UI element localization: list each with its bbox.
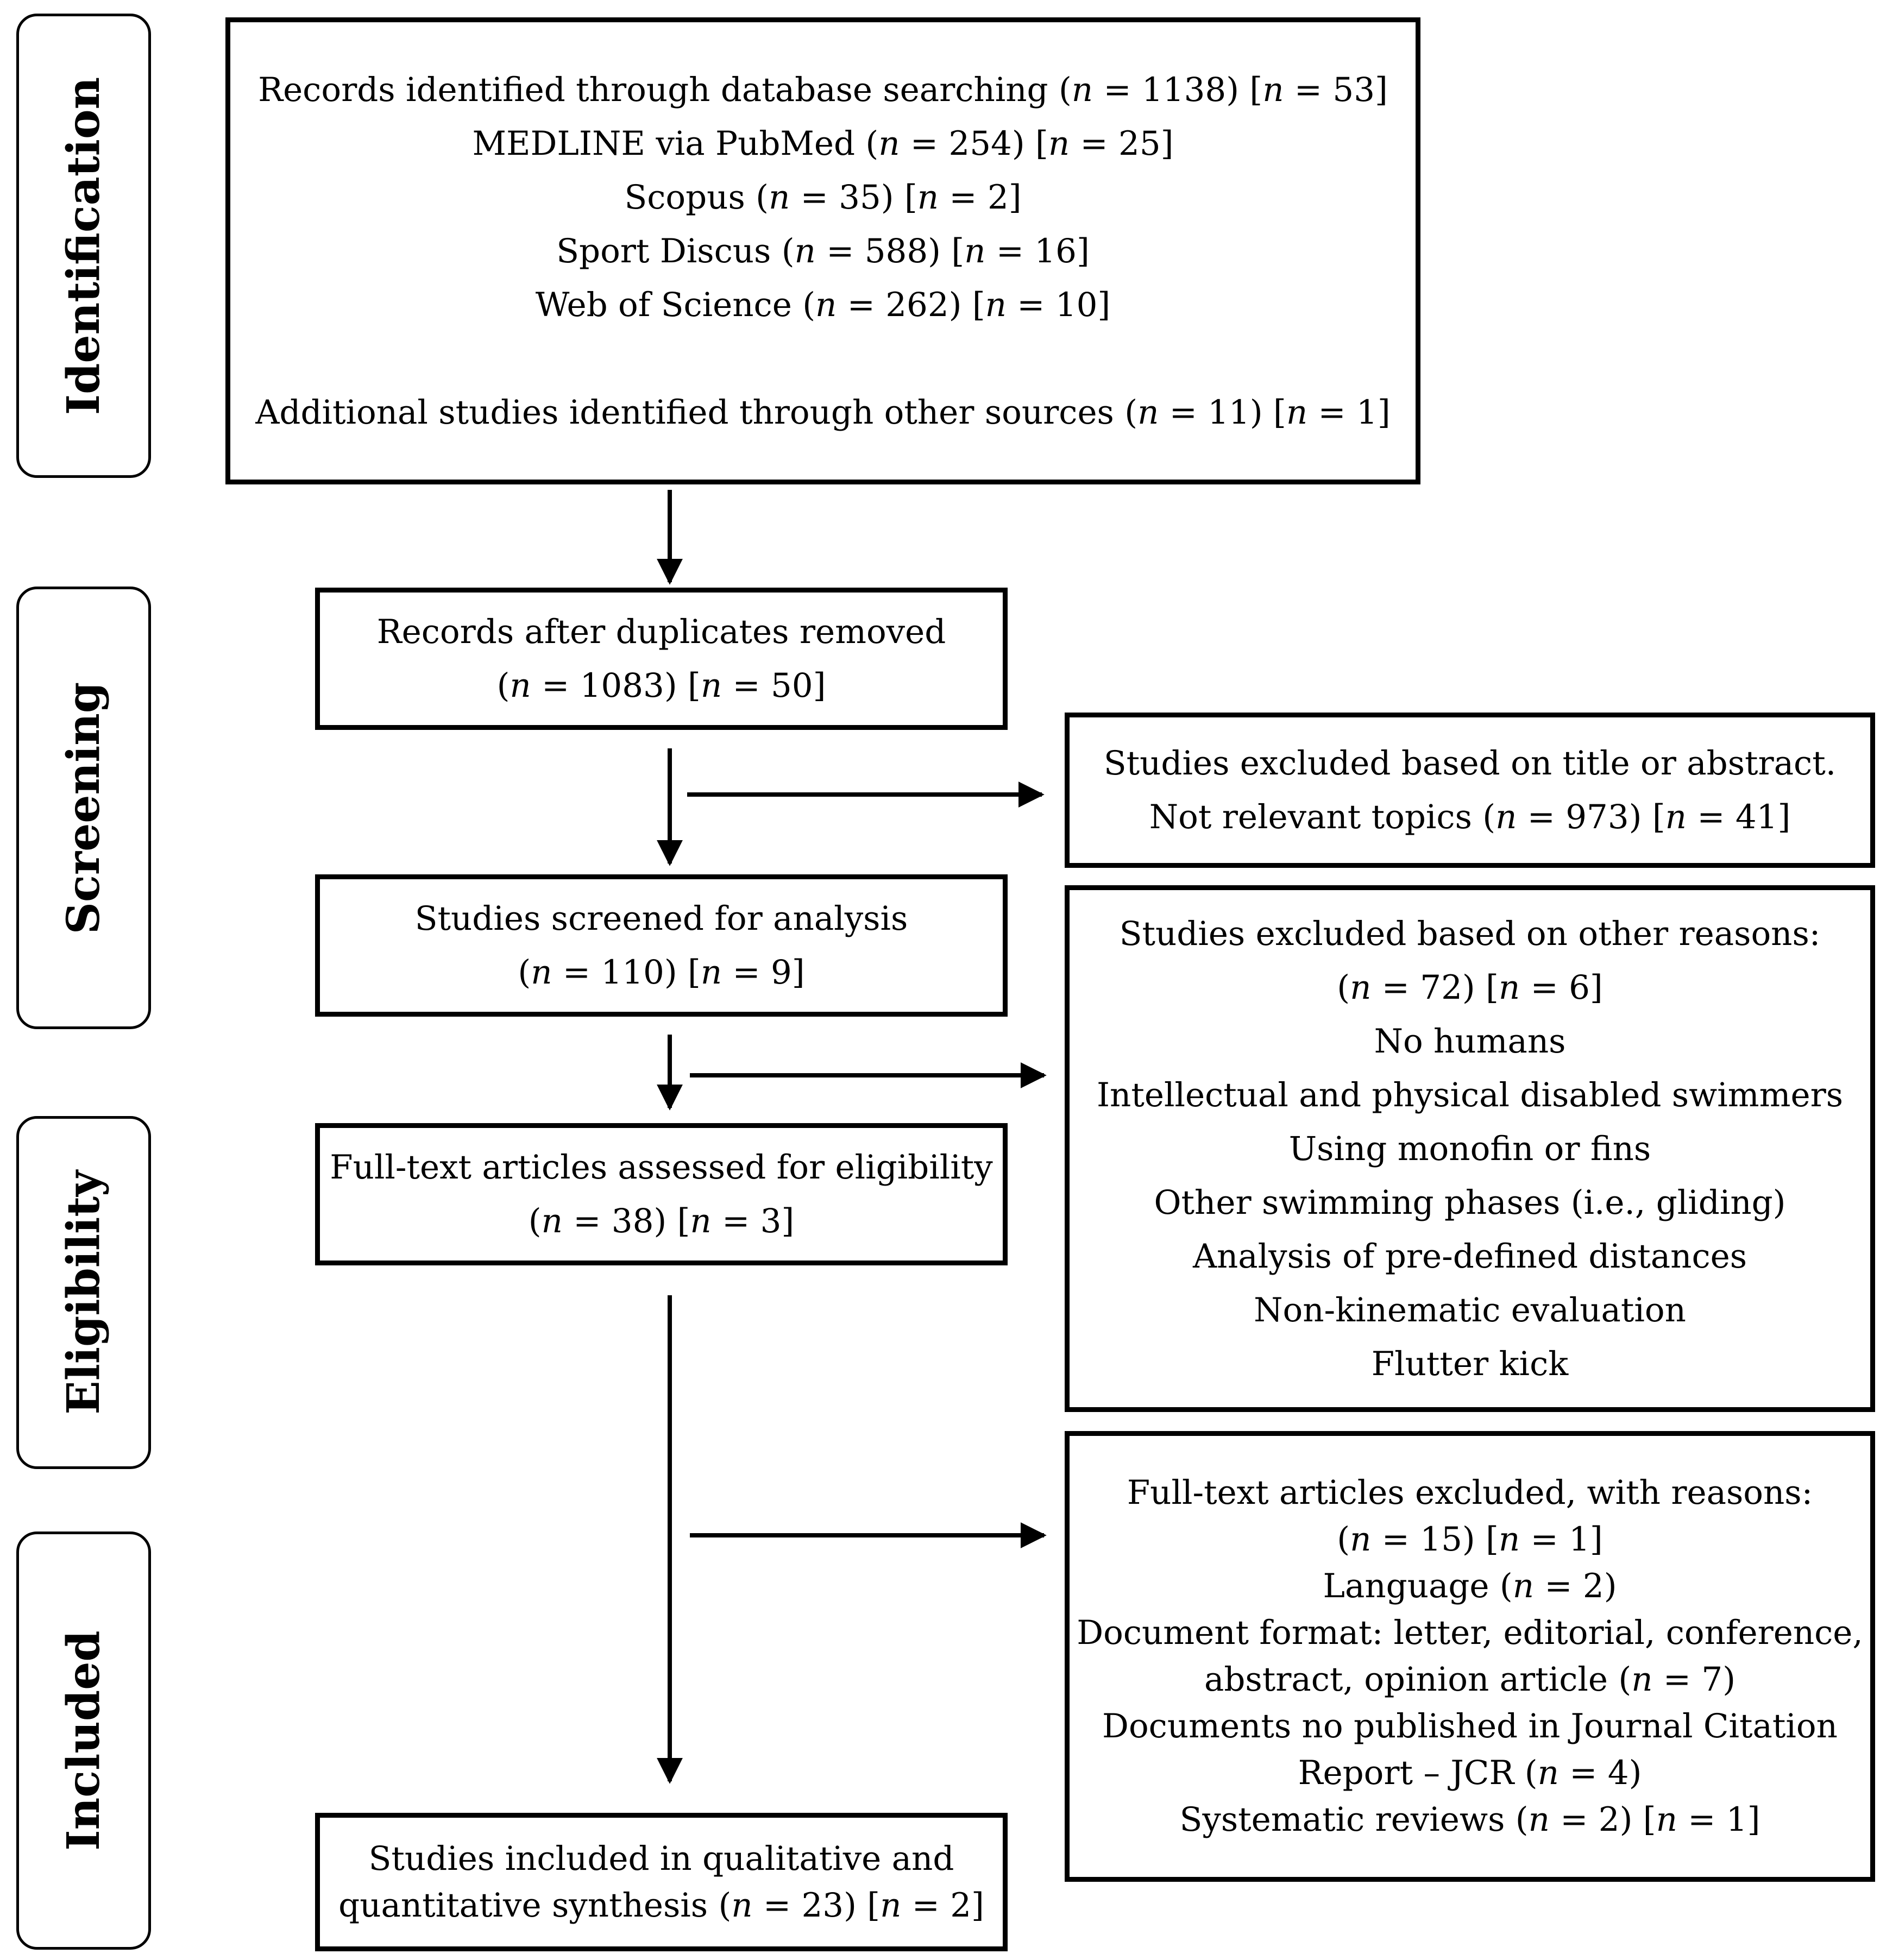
fulltext-excluded-count: (n = 15) [n = 1] (1337, 1520, 1603, 1559)
duplicates-removed-count: (n = 1083) [n = 50] (496, 666, 826, 705)
excluded-title-abstract-count: Not relevant topics (n = 973) [n = 41] (1149, 798, 1791, 836)
reason-item: Using monofin or fins (1288, 1129, 1651, 1168)
excluded-title-abstract-box: Studies excluded based on title or abstr… (1065, 713, 1875, 868)
studies-included-box: Studies included in qualitative and quan… (315, 1813, 1008, 1951)
studies-included-count: quantitative synthesis (n = 23) [n = 2] (338, 1886, 984, 1925)
reason-item: Intellectual and physical disabled swimm… (1096, 1075, 1844, 1114)
document-format-reason: Document format: letter, editorial, conf… (1077, 1614, 1863, 1652)
phase-included: Included (16, 1532, 151, 1950)
fulltext-assessed-count: (n = 38) [n = 3] (528, 1202, 795, 1240)
phase-eligibility: Eligibility (16, 1116, 151, 1469)
document-format-reason-cont: abstract, opinion article (n = 7) (1204, 1660, 1736, 1699)
excluded-other-reasons-count: (n = 72) [n = 6] (1337, 968, 1603, 1007)
phase-screening: Screening (16, 587, 151, 1029)
identification-box: Records identified through database sear… (225, 17, 1420, 484)
web-of-science-line: Web of Science (n = 262) [n = 10] (535, 285, 1111, 324)
studies-screened-box: Studies screened for analysis (n = 110) … (315, 874, 1008, 1017)
fulltext-assessed-title: Full-text articles assessed for eligibil… (330, 1148, 993, 1187)
records-identified-line: Records identified through database sear… (258, 70, 1388, 109)
phase-identification: Identification (16, 14, 151, 478)
reason-item: No humans (1374, 1022, 1566, 1061)
studies-screened-count: (n = 110) [n = 9] (518, 953, 805, 992)
excluded-title-abstract-title: Studies excluded based on title or abstr… (1103, 744, 1837, 783)
studies-screened-title: Studies screened for analysis (414, 899, 908, 938)
additional-studies-line: Additional studies identified through ot… (255, 393, 1391, 432)
duplicates-removed-title: Records after duplicates removed (376, 613, 946, 651)
fulltext-excluded-box: Full-text articles excluded, with reason… (1065, 1431, 1875, 1882)
duplicates-removed-box: Records after duplicates removed (n = 10… (315, 588, 1008, 730)
excluded-other-reasons-box: Studies excluded based on other reasons:… (1065, 885, 1875, 1412)
jcr-reason-cont: Report – JCR (n = 4) (1298, 1754, 1642, 1792)
systematic-reviews-reason: Systematic reviews (n = 2) [n = 1] (1179, 1800, 1760, 1839)
language-reason: Language (n = 2) (1323, 1567, 1617, 1605)
scopus-line: Scopus (n = 35) [n = 2] (624, 178, 1022, 217)
reason-item: Flutter kick (1371, 1344, 1569, 1383)
excluded-other-reasons-title: Studies excluded based on other reasons: (1119, 914, 1821, 953)
fulltext-assessed-box: Full-text articles assessed for eligibil… (315, 1123, 1008, 1265)
jcr-reason: Documents no published in Journal Citati… (1102, 1707, 1838, 1745)
reason-item: Non-kinematic evaluation (1254, 1290, 1686, 1329)
sport-discus-line: Sport Discus (n = 588) [n = 16] (556, 231, 1090, 270)
medline-line: MEDLINE via PubMed (n = 254) [n = 25] (472, 124, 1174, 163)
fulltext-excluded-title: Full-text articles excluded, with reason… (1127, 1473, 1813, 1512)
reason-item: Other swimming phases (i.e., gliding) (1154, 1183, 1786, 1222)
studies-included-title: Studies included in qualitative and (368, 1839, 954, 1878)
reason-item: Analysis of pre-defined distances (1192, 1237, 1747, 1276)
